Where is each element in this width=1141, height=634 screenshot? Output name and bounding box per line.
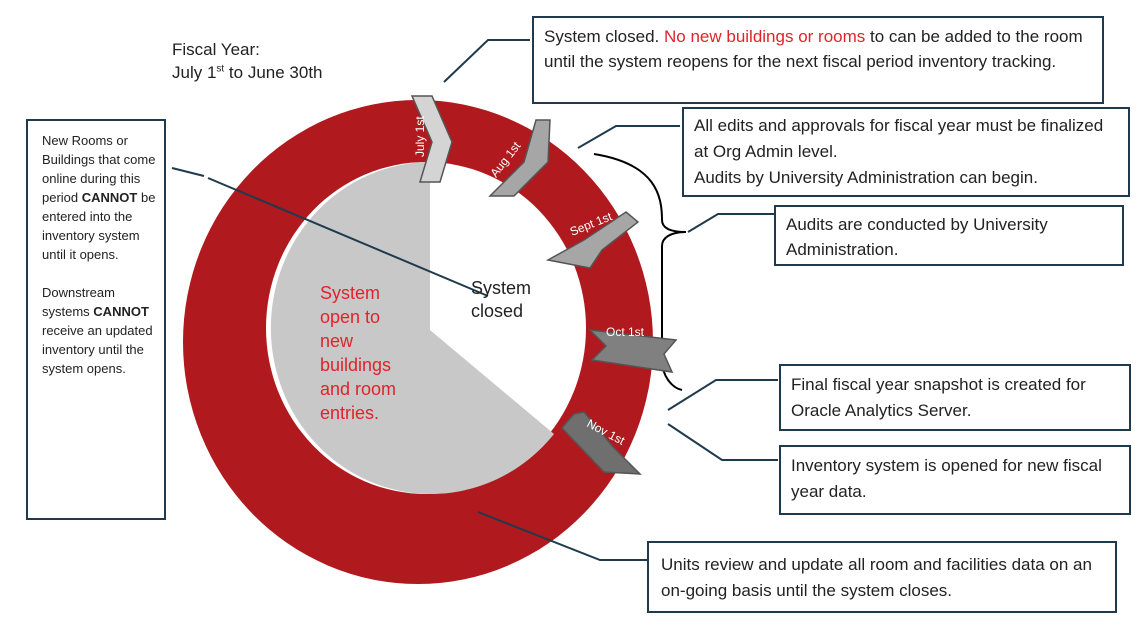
callout-new-rooms: New Rooms or Buildings that come online … — [26, 119, 166, 520]
fiscal-year-title: Fiscal Year: — [172, 40, 260, 59]
system-open-slice — [270, 162, 554, 494]
connector-units — [477, 511, 648, 561]
connector-edits — [577, 125, 680, 149]
callout-inventory-opened: Inventory system is opened for new fisca… — [779, 445, 1131, 515]
label-oct: Oct 1st — [606, 325, 645, 339]
callout-units-review: Units review and update all room and fac… — [647, 541, 1117, 613]
callout-audits: Audits are conducted by University Admin… — [774, 205, 1124, 266]
callout-edits-approvals: All edits and approvals for fiscal year … — [682, 107, 1130, 197]
connector-snapshot — [667, 379, 778, 411]
connector-audits — [687, 213, 774, 233]
system-closed-label: System closed — [471, 278, 532, 321]
callout-final-snapshot: Final fiscal year snapshot is created fo… — [779, 364, 1131, 431]
chevron-aug — [488, 119, 551, 197]
connector-top — [443, 39, 530, 83]
label-july: July 1st — [413, 116, 427, 157]
fiscal-year-label: Fiscal Year: July 1st to June 30th — [172, 38, 323, 84]
fiscal-year-range: July 1st to June 30th — [172, 63, 323, 82]
chevron-nov — [560, 411, 642, 475]
chevron-sept — [545, 211, 640, 269]
callout-system-closed: System closed. No new buildings or rooms… — [532, 16, 1104, 104]
connector-left — [171, 167, 205, 177]
system-open-label: System open to new buildings and room en… — [320, 283, 397, 423]
chevron-july — [410, 95, 453, 183]
chevron-oct — [587, 329, 678, 373]
connector-center — [207, 177, 489, 297]
connector-opened — [667, 423, 778, 461]
